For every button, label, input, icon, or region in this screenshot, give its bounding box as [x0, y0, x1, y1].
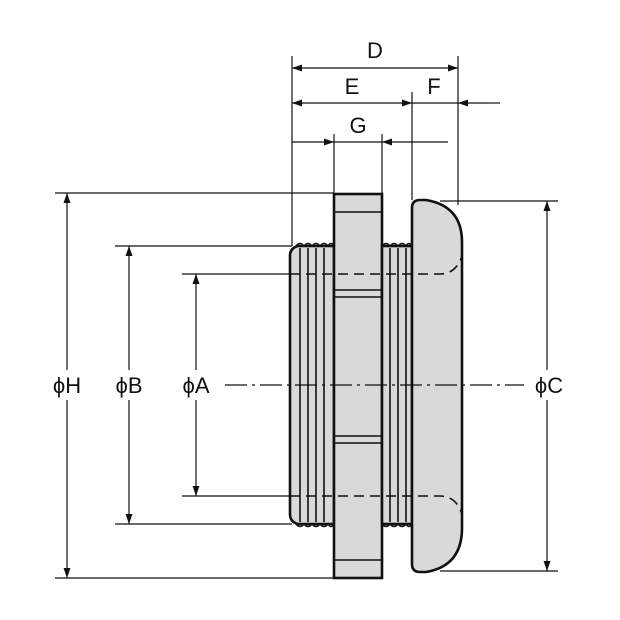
dome-cap — [410, 198, 464, 574]
label-F: F — [427, 74, 440, 99]
label-phiH: ϕH — [53, 373, 81, 398]
label-G: G — [349, 113, 366, 138]
hidden-bore-bottom — [290, 495, 463, 515]
label-phiA: ϕA — [183, 373, 210, 398]
extension-lines — [55, 56, 558, 579]
hex-nut — [332, 192, 384, 580]
label-phiC: ϕC — [535, 373, 563, 398]
hidden-bore-top — [290, 255, 463, 275]
label-D: D — [367, 38, 383, 63]
label-phiB: ϕB — [116, 373, 143, 398]
label-E: E — [345, 74, 360, 99]
cable-gland-part — [288, 192, 464, 580]
hex-nut-flats — [334, 211, 382, 561]
